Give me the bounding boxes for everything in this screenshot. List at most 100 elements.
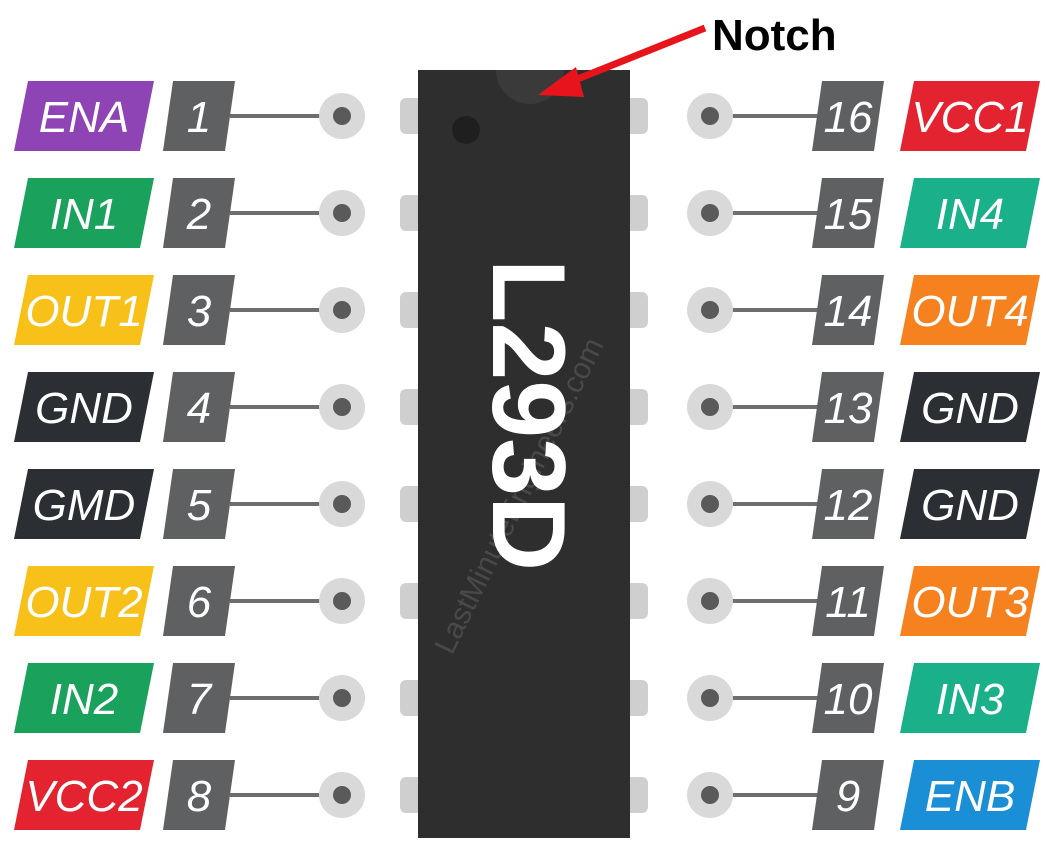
- pin-label-box: [14, 275, 154, 345]
- pin-label-box: [900, 81, 1040, 151]
- pin-label-box: [900, 372, 1040, 442]
- pin-number-box: [812, 372, 884, 442]
- pin-label: ENA: [39, 93, 129, 142]
- pin-row-9: ENB 9: [687, 760, 1040, 830]
- chip-notch: [496, 70, 564, 104]
- pin-label-box: [14, 469, 154, 539]
- pin-row-16: VCC1 16: [687, 81, 1040, 151]
- pin-pad-hole: [701, 301, 719, 319]
- pin-number: 12: [824, 481, 873, 530]
- pin-number-box: [163, 760, 235, 830]
- pin1-dot: [452, 116, 480, 144]
- pin-label: IN3: [936, 675, 1005, 724]
- pin-label-box: [900, 178, 1040, 248]
- pin-pad-hole: [333, 398, 351, 416]
- pin-pad-hole: [701, 495, 719, 513]
- pin-number: 7: [187, 675, 213, 724]
- pin-number: 16: [824, 93, 873, 142]
- pin-number: 9: [836, 772, 860, 821]
- notch-label: Notch: [712, 11, 837, 60]
- pin-pad-hole: [701, 204, 719, 222]
- pin-label: GND: [921, 481, 1019, 530]
- pin-label: ENB: [925, 772, 1015, 821]
- pin-number: 5: [187, 481, 212, 530]
- pin-pad-hole: [333, 204, 351, 222]
- pin-number: 1: [187, 93, 211, 142]
- pin-pad-hole: [333, 786, 351, 804]
- pin-label-box: [14, 178, 154, 248]
- pin-label: VCC2: [25, 772, 142, 821]
- pin-number-box: [163, 81, 235, 151]
- pin-pad-hole: [333, 592, 351, 610]
- pin-number: 10: [824, 675, 873, 724]
- pin-label: GND: [35, 384, 133, 433]
- pin-number-box: [163, 372, 235, 442]
- pin-label: IN1: [50, 190, 118, 239]
- pin-label-box: [14, 372, 154, 442]
- pin-pad-hole: [333, 301, 351, 319]
- pin-label-box: [900, 663, 1040, 733]
- pin-number: 13: [824, 384, 873, 433]
- pin-number-box: [812, 275, 884, 345]
- pin-pad-hole: [333, 689, 351, 707]
- pin-row-8: VCC2 8: [14, 760, 365, 830]
- pin-label: VCC1: [911, 93, 1028, 142]
- pin-label-box: [900, 469, 1040, 539]
- pin-pad-hole: [333, 495, 351, 513]
- pin-pad-hole: [701, 398, 719, 416]
- pin-label-box: [900, 275, 1040, 345]
- pin-number-box: [163, 178, 235, 248]
- notch-arrow-head: [538, 67, 584, 97]
- pin-number: 15: [824, 190, 873, 239]
- pin-number-box: [163, 469, 235, 539]
- pin-label-box: [14, 760, 154, 830]
- pin-pad-hole: [701, 592, 719, 610]
- pin-label-box: [900, 760, 1040, 830]
- pin-label-box: [14, 663, 154, 733]
- pin-number-box: [812, 760, 884, 830]
- notch-arrow-shaft: [558, 24, 707, 90]
- pin-number: 8: [187, 772, 212, 821]
- pin-number-box: [163, 275, 235, 345]
- pin-pad-hole: [701, 689, 719, 707]
- pin-row-10: IN3 10: [687, 663, 1040, 733]
- pin-label-box: [900, 566, 1040, 636]
- pin-row-15: IN4 15: [687, 178, 1040, 248]
- pin-number: 14: [824, 287, 873, 336]
- pin-number-box: [812, 663, 884, 733]
- pin-label: IN4: [936, 190, 1004, 239]
- pin-label: OUT2: [25, 578, 142, 627]
- chip: LastMinuteEngineers.com L293D: [418, 70, 630, 838]
- pin-number: 2: [186, 190, 211, 239]
- pin-number: 6: [187, 578, 212, 627]
- pin-number: 3: [187, 287, 212, 336]
- pin-row-6: OUT2 6: [14, 566, 365, 636]
- pin-number-box: [812, 81, 884, 151]
- pin-number-box: [163, 566, 235, 636]
- chip-name: L293D: [470, 259, 586, 571]
- pin-number-box: [812, 469, 884, 539]
- pin-number-box: [812, 566, 884, 636]
- pin-label-box: [14, 81, 154, 151]
- pin-label: IN2: [50, 675, 118, 724]
- pin-row-1: ENA 1: [14, 81, 365, 151]
- pin-pad-hole: [333, 107, 351, 125]
- pin-row-12: GND 12: [687, 469, 1040, 539]
- pin-row-7: IN2 7: [14, 663, 365, 733]
- pin-pad-hole: [701, 107, 719, 125]
- pin-label-box: [14, 566, 154, 636]
- pin-row-2: IN1 2: [14, 178, 365, 248]
- pin-pad-hole: [701, 786, 719, 804]
- pin-number-box: [812, 178, 884, 248]
- pin-label: OUT3: [911, 578, 1029, 627]
- notch-annotation: Notch: [538, 11, 837, 97]
